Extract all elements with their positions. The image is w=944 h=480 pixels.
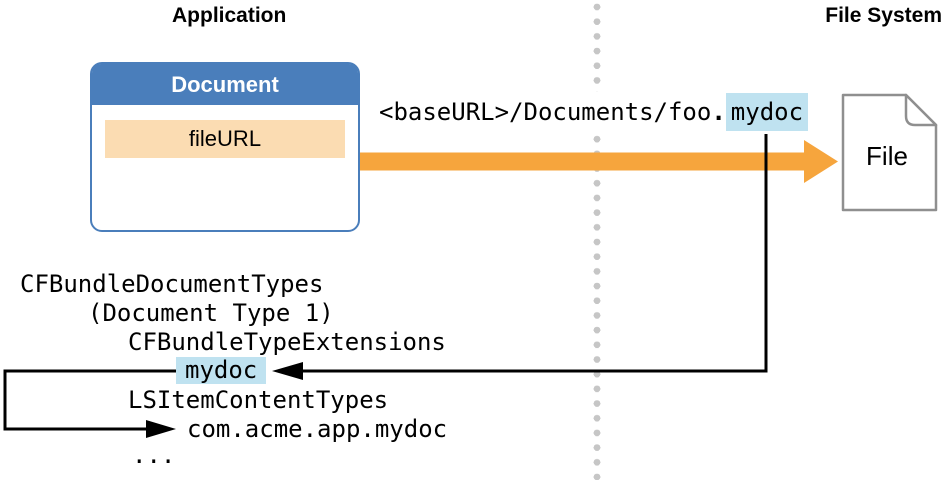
path-extension-highlight: mydoc xyxy=(725,93,809,131)
file-url-property: fileURL xyxy=(105,120,345,158)
file-system-section-label: File System xyxy=(825,4,942,27)
left-arrowhead xyxy=(272,362,303,380)
plist-document-types-key: CFBundleDocumentTypes xyxy=(20,270,324,298)
document-box-title: Document xyxy=(92,64,358,105)
plist-content-types-key: LSItemContentTypes xyxy=(128,386,389,414)
path-separator-dot: . xyxy=(711,98,726,126)
file-folded-corner-shape xyxy=(904,93,938,127)
right-arrowhead xyxy=(146,420,176,438)
file-path-annotation: <baseURL>/Documents/foo.mydoc xyxy=(379,92,809,133)
plist-ellipsis: ... xyxy=(132,441,176,469)
file-icon-label: File xyxy=(866,141,908,171)
path-prefix: <baseURL>/Documents/foo xyxy=(379,98,712,126)
plist-content-type-value: com.acme.app.mydoc xyxy=(187,415,448,443)
file-document-icon xyxy=(841,93,938,212)
section-divider-dotted-line xyxy=(593,0,601,480)
document-object-box: Document fileURL xyxy=(90,62,360,232)
plist-extension-value-line: mydoc xyxy=(176,356,267,384)
plist-document-type-entry: (Document Type 1) xyxy=(88,299,334,327)
application-section-label: Application xyxy=(172,4,287,27)
plist-type-extensions-key: CFBundleTypeExtensions xyxy=(128,328,446,356)
plist-extension-highlight: mydoc xyxy=(176,357,267,384)
